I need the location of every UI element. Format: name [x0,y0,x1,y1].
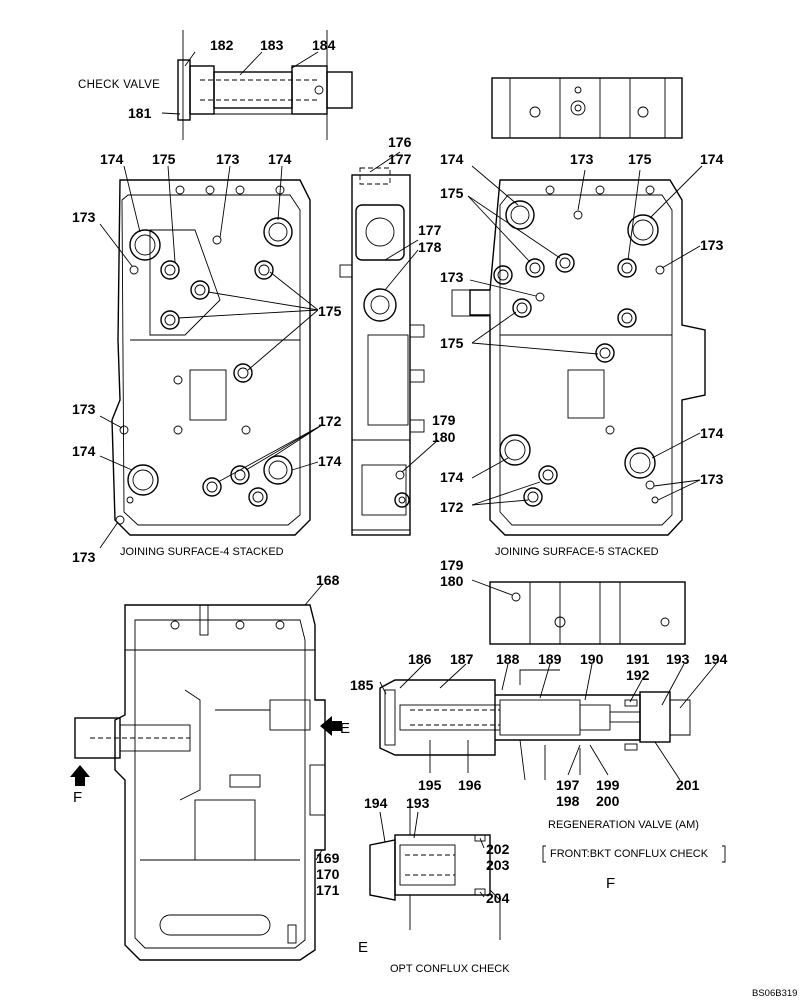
part-label: 175 [318,303,342,319]
part-label: 170 [316,866,340,882]
part-label: 173 [72,401,96,417]
part-label: 169 [316,850,340,866]
part-label: 194 [364,795,388,811]
view-label-f: F [606,875,615,892]
part-label: 180 [440,573,464,589]
part-label: 172 [440,499,464,515]
part-label: 191 [626,651,650,667]
part-label: 174 [268,151,292,167]
part-label: 173 [440,269,464,285]
part-label: 193 [406,795,430,811]
part-label: 193 [666,651,690,667]
part-label: 189 [538,651,562,667]
part-label: 173 [700,237,724,253]
small-plate-drawing [489,581,686,645]
part-label: 175 [152,151,176,167]
part-label: 197 [556,777,580,793]
part-label: 186 [408,651,432,667]
part-label: 182 [210,37,234,53]
part-label: 174 [440,469,464,485]
part-label: 174 [100,151,124,167]
caption-joining-surface-4: JOINING SURFACE-4 STACKED [120,546,284,558]
part-label: 173 [72,209,96,225]
part-label: 203 [486,857,510,873]
leader-lines [99,51,717,898]
part-label: 172 [318,413,342,429]
arrow-e-icon [320,716,342,736]
part-label: 174 [440,151,464,167]
part-label: 174 [72,443,96,459]
part-label: 181 [128,105,152,121]
view-label-e: E [358,939,368,956]
caption-opt-conflux-check: OPT CONFLUX CHECK [390,963,510,975]
part-label: 176 [388,134,412,150]
part-label: 200 [596,793,620,809]
view-label-f-arrow: F [73,789,82,806]
part-label: 173 [570,151,594,167]
regeneration-valve-drawing [379,669,691,781]
captions: CHECK VALVE JOINING SURFACE-4 STACKED JO… [73,79,797,999]
drawing-code: BS06B319 [752,988,797,999]
caption-regeneration-valve: REGENERATION VALVE (AM) [548,819,699,831]
part-label: 175 [628,151,652,167]
part-label: 190 [580,651,604,667]
part-label: 168 [316,572,340,588]
part-label: 196 [458,777,482,793]
part-label: 175 [440,185,464,201]
top-plate-drawing [491,77,683,139]
part-label: 173 [700,471,724,487]
check-valve-drawing [177,30,353,140]
part-label: 183 [260,37,284,53]
part-label: 194 [704,651,728,667]
part-label: 171 [316,882,340,898]
part-label: 174 [318,453,342,469]
opt-conflux-check-drawing [369,805,501,940]
part-label: 192 [626,667,650,683]
part-label: 177 [388,151,412,167]
part-label: 198 [556,793,580,809]
part-label: 177 [418,222,442,238]
arrow-f-icon [70,765,90,786]
part-label: 174 [700,425,724,441]
part-label: 204 [486,890,510,906]
joining-surface-4-drawing [111,179,311,536]
part-label: 180 [432,429,456,445]
lower-left-view-drawing [74,604,326,961]
view-arrows [70,716,342,786]
part-label: 179 [432,412,456,428]
part-label: 173 [216,151,240,167]
joining-surface-5-drawing [451,179,706,536]
part-label: 199 [596,777,620,793]
view-label-e-arrow: E [340,720,350,737]
caption-check-valve: CHECK VALVE [78,79,160,91]
part-label: 178 [418,239,442,255]
bracket-left [542,845,546,863]
part-label: 195 [418,777,442,793]
part-label: 188 [496,651,520,667]
caption-bkt-conflux-check: FRONT:BKT CONFLUX CHECK [550,848,709,860]
part-label: 185 [350,677,374,693]
part-label: 201 [676,777,700,793]
part-label: 174 [700,151,724,167]
part-label: 184 [312,37,336,53]
part-label: 202 [486,841,510,857]
bracket-right [722,845,726,863]
part-label: 187 [450,651,474,667]
side-view-drawing [339,167,425,536]
part-label: 175 [440,335,464,351]
part-label: 179 [440,557,464,573]
part-number-labels: 182 183 184 181 176 177 177 178 179 180 … [72,37,728,906]
caption-joining-surface-5: JOINING SURFACE-5 STACKED [495,546,659,558]
part-label: 173 [72,549,96,565]
